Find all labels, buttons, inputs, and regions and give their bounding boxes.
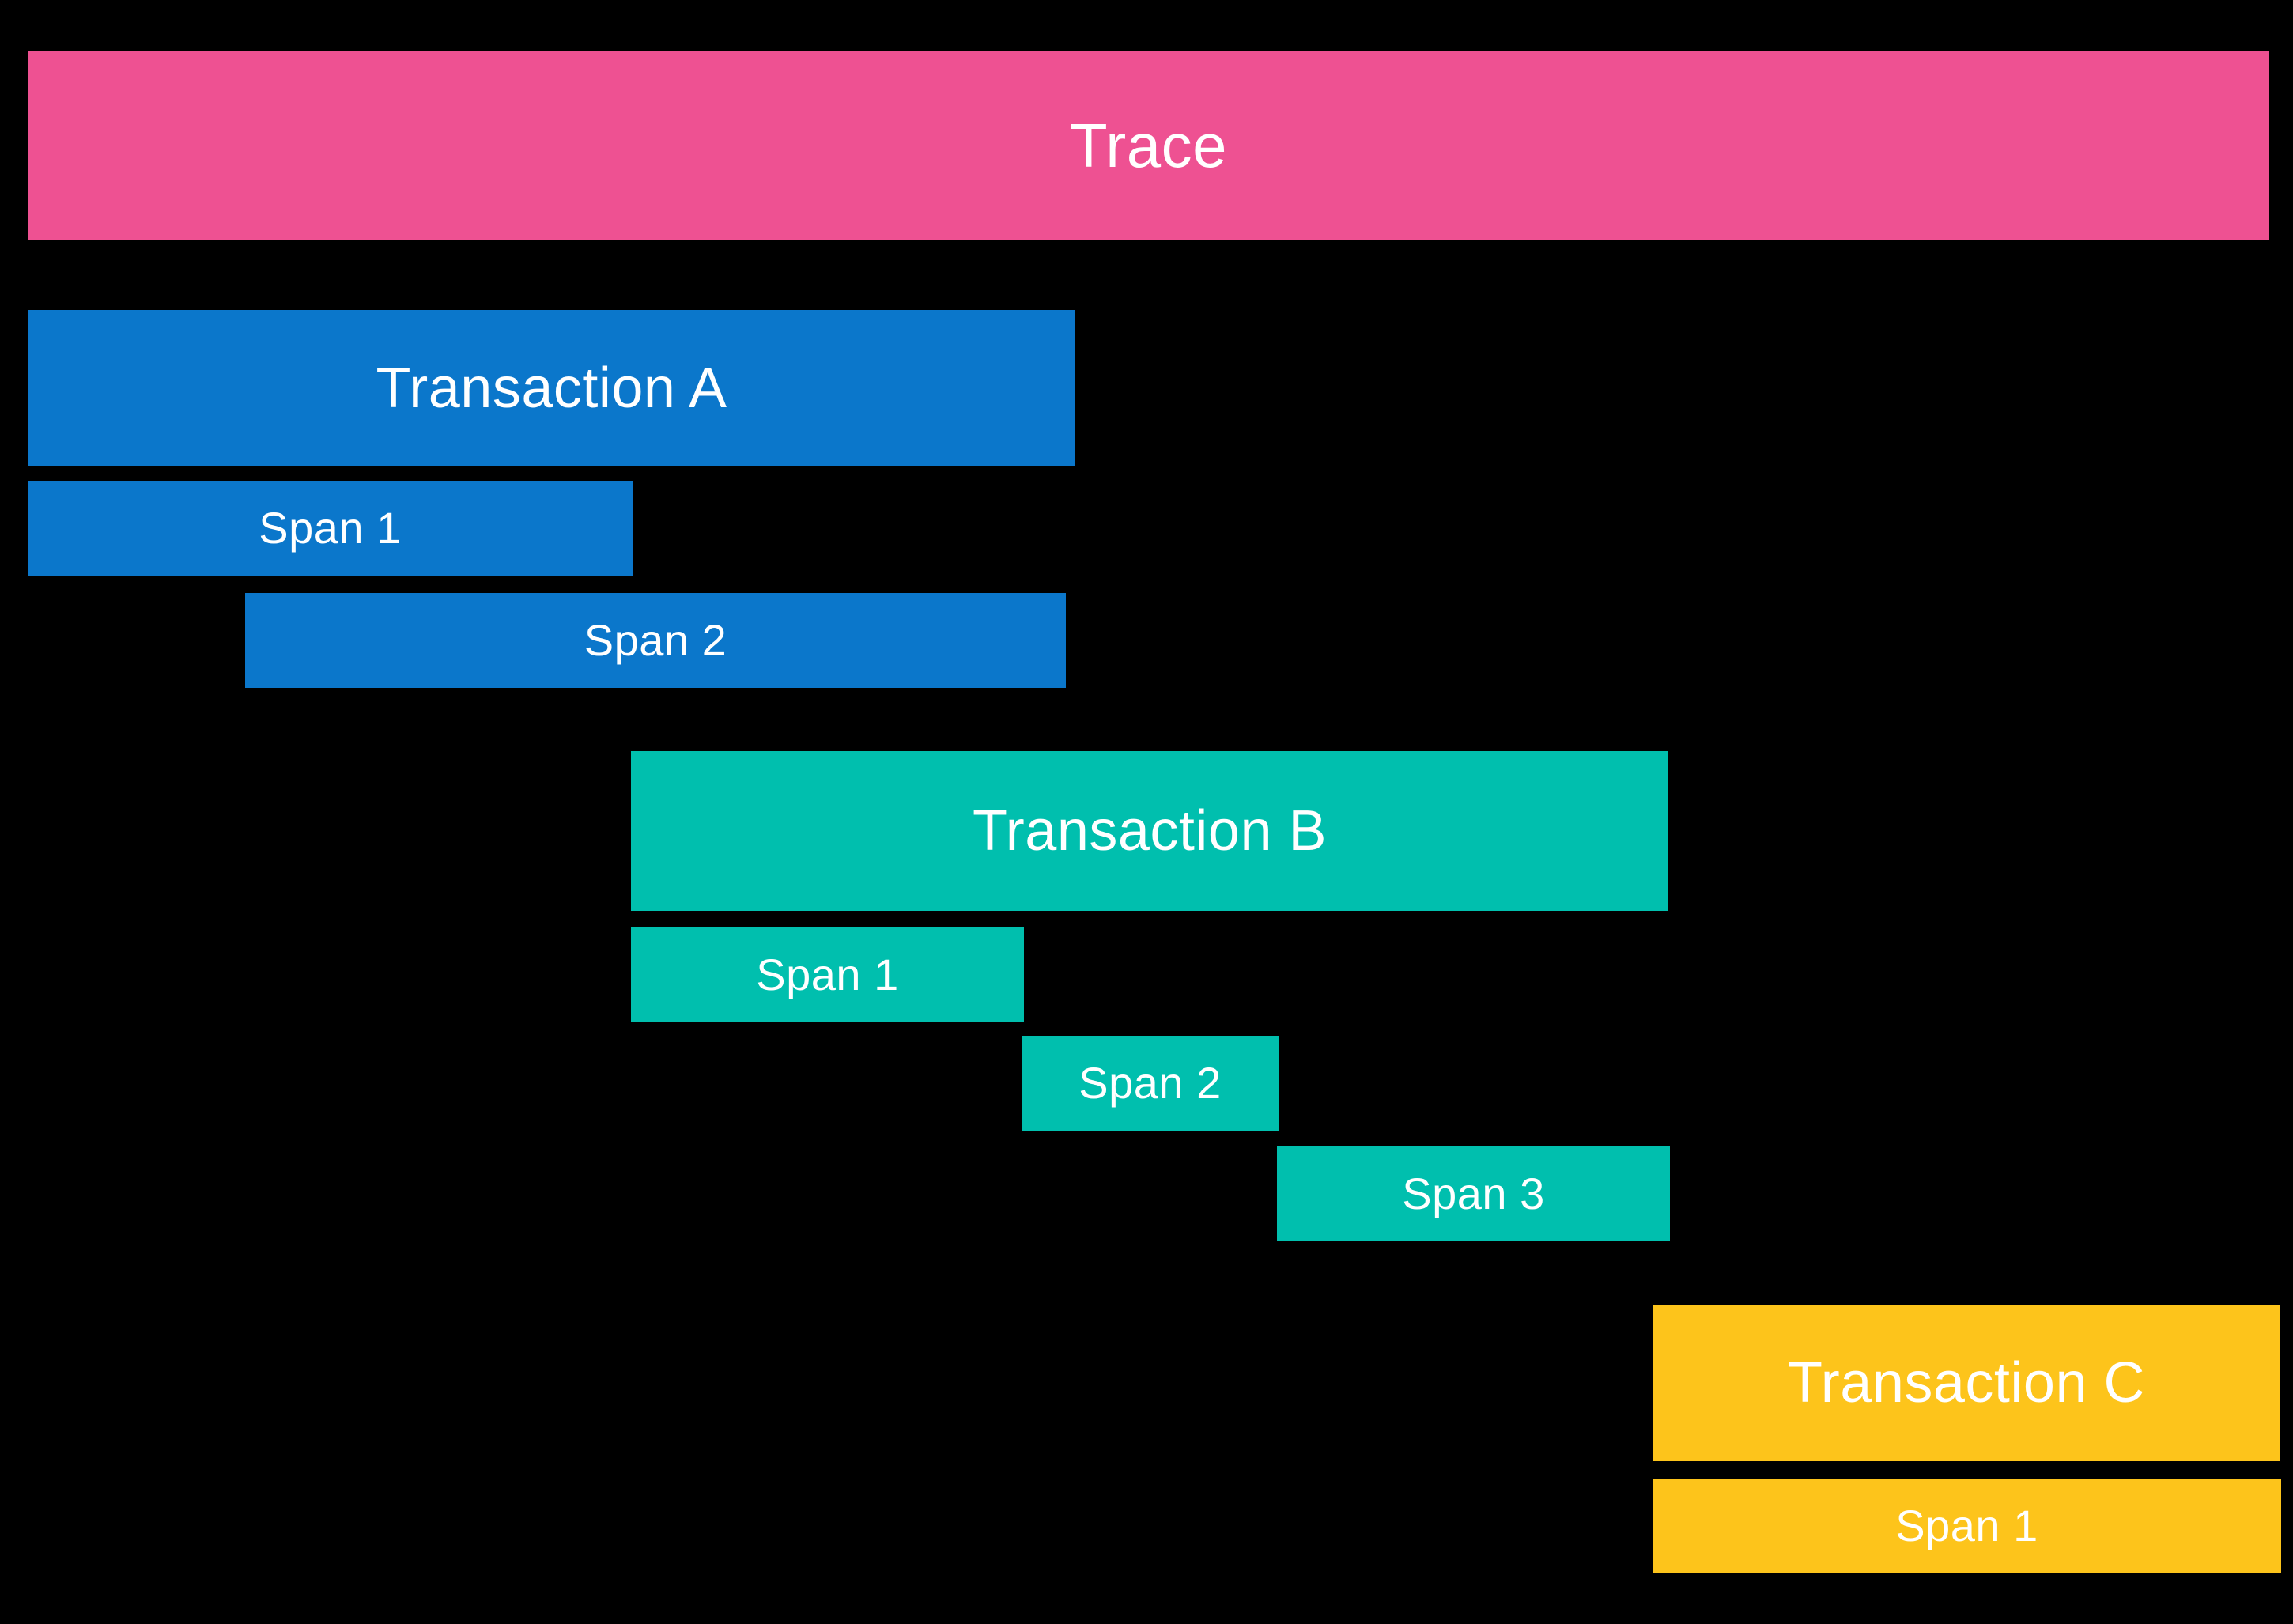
transaction-c-span-1-bar[interactable]: Span 1 xyxy=(1653,1479,2281,1573)
transaction-b-span-1-label: Span 1 xyxy=(756,950,899,999)
transaction-c-bar[interactable]: Transaction C xyxy=(1653,1305,2280,1461)
trace-bar-label: Trace xyxy=(1070,111,1227,180)
transaction-b-span-1-bar[interactable]: Span 1 xyxy=(631,927,1024,1022)
transaction-a-bar[interactable]: Transaction A xyxy=(28,310,1075,466)
transaction-a-span-2-bar[interactable]: Span 2 xyxy=(245,593,1066,688)
transaction-b-span-2-bar[interactable]: Span 2 xyxy=(1022,1036,1279,1131)
transaction-c-label: Transaction C xyxy=(1788,1351,2145,1414)
transaction-a-label: Transaction A xyxy=(376,356,727,420)
transaction-b-span-3-bar[interactable]: Span 3 xyxy=(1277,1146,1670,1241)
transaction-b-label: Transaction B xyxy=(972,799,1328,863)
transaction-b-bar[interactable]: Transaction B xyxy=(631,751,1668,911)
transaction-a-span-2-label: Span 2 xyxy=(584,615,727,665)
trace-bar[interactable]: Trace xyxy=(28,51,2269,240)
transaction-b-span-3-label: Span 3 xyxy=(1402,1169,1545,1218)
transaction-c-span-1-label: Span 1 xyxy=(1895,1501,2038,1550)
transaction-a-span-1-bar[interactable]: Span 1 xyxy=(28,481,633,576)
transaction-b-span-2-label: Span 2 xyxy=(1079,1058,1222,1108)
transaction-a-span-1-label: Span 1 xyxy=(259,503,402,553)
